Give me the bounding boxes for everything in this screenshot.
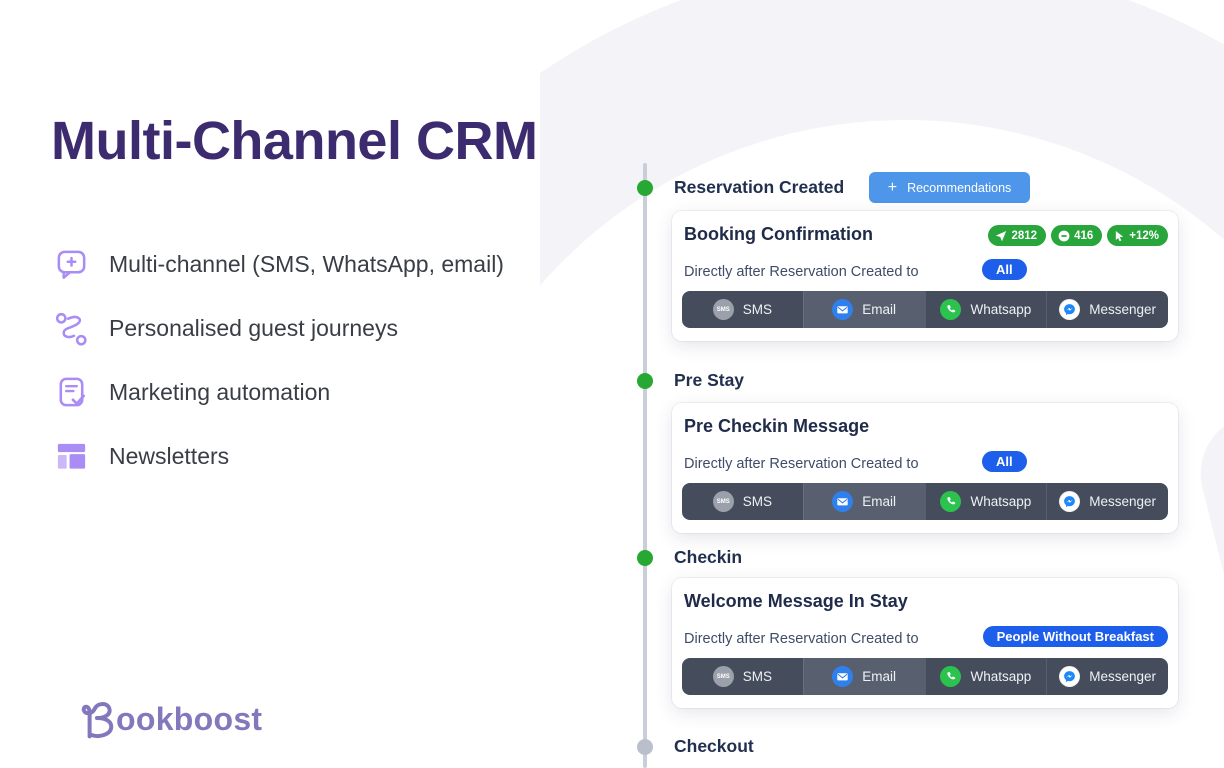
channel-label: Email [862, 494, 896, 509]
chat-icon [1058, 230, 1070, 241]
email-icon [832, 666, 854, 687]
channel-label: SMS [742, 302, 772, 317]
bookboost-wordmark: ookboost [116, 701, 263, 737]
feature-item-newsletters: Newsletters [53, 438, 504, 475]
feature-label: Multi-channel (SMS, WhatsApp, email) [109, 251, 504, 277]
channel-bar: SMS SMS Email Whatsapp Messenger [682, 483, 1168, 520]
trigger-text: Directly after Reservation Created to [684, 264, 919, 280]
feature-item-multichannel: Multi-channel (SMS, WhatsApp, email) [53, 246, 504, 283]
channel-bar: SMS SMS Email Whatsapp Messenger [682, 658, 1168, 695]
chat-plus-icon [53, 246, 90, 283]
channel-tab-messenger[interactable]: Messenger [1046, 483, 1168, 520]
plus-icon: + [887, 178, 898, 196]
feature-label: Marketing automation [109, 379, 331, 405]
card-booking-confirmation[interactable]: Booking Confirmation 2812 416 +12% [672, 211, 1178, 341]
channel-tab-whatsapp[interactable]: Whatsapp [924, 291, 1047, 328]
feature-item-journeys: Personalised guest journeys [53, 310, 504, 347]
card-pre-checkin-message[interactable]: Pre Checkin Message Directly after Reser… [672, 403, 1178, 533]
card-welcome-message-in-stay[interactable]: Welcome Message In Stay Directly after R… [672, 578, 1178, 708]
sms-icon: SMS [712, 491, 734, 512]
channel-label: Whatsapp [970, 494, 1032, 509]
page-title: Multi-Channel CRM [51, 111, 538, 172]
channel-label: Messenger [1089, 494, 1157, 509]
card-title: Pre Checkin Message [684, 416, 870, 436]
sent-count-badge: 2812 [988, 225, 1047, 246]
whatsapp-icon [940, 299, 962, 320]
channel-label: Messenger [1089, 669, 1157, 684]
audience-pill[interactable]: People Without Breakfast [982, 626, 1168, 647]
sent-count-value: 2812 [1011, 229, 1038, 242]
feature-label: Newsletters [109, 443, 230, 469]
channel-tab-messenger[interactable]: Messenger [1046, 658, 1168, 695]
stage-label-reservation-created: Reservation Created [674, 177, 845, 197]
send-icon [996, 230, 1007, 241]
stats-row: 2812 416 +12% [988, 225, 1168, 246]
stage-label-checkout: Checkout [674, 736, 754, 756]
feature-label: Personalised guest journeys [109, 315, 398, 341]
audience-pill[interactable]: All [982, 451, 1027, 472]
channel-bar: SMS SMS Email Whatsapp Messenger [682, 291, 1168, 328]
channel-label: SMS [742, 494, 772, 509]
timeline-dot-checkin [637, 550, 653, 566]
channel-label: SMS [742, 669, 772, 684]
stage-label-checkin: Checkin [674, 547, 743, 567]
sms-icon: SMS [712, 299, 734, 320]
recommendations-button-label: Recommendations [907, 180, 1012, 195]
audience-pill[interactable]: All [982, 259, 1027, 280]
timeline-line [643, 163, 647, 768]
bookboost-b-icon [81, 701, 114, 739]
conversion-value: +12% [1129, 229, 1159, 242]
newsletter-icon [53, 438, 90, 475]
channel-label: Email [862, 669, 896, 684]
channel-tab-sms[interactable]: SMS SMS [682, 483, 803, 520]
stage-label-pre-stay: Pre Stay [674, 370, 745, 390]
card-title: Booking Confirmation [684, 224, 873, 244]
card-title: Welcome Message In Stay [684, 591, 908, 611]
messenger-icon [1059, 666, 1081, 687]
channel-label: Messenger [1089, 302, 1157, 317]
channel-tab-email[interactable]: Email [802, 483, 925, 520]
reply-count-value: 416 [1074, 229, 1094, 242]
channel-label: Email [862, 302, 896, 317]
journey-icon [53, 310, 90, 347]
channel-tab-whatsapp[interactable]: Whatsapp [924, 658, 1047, 695]
recommendations-button[interactable]: + Recommendations [869, 172, 1030, 203]
channel-tab-sms[interactable]: SMS SMS [682, 658, 803, 695]
timeline-dot-checkout [637, 739, 653, 755]
channel-tab-messenger[interactable]: Messenger [1046, 291, 1168, 328]
channel-tab-sms[interactable]: SMS SMS [682, 291, 803, 328]
feature-list: Multi-channel (SMS, WhatsApp, email) Per… [53, 246, 504, 475]
trigger-text: Directly after Reservation Created to [684, 456, 919, 472]
trigger-text: Directly after Reservation Created to [684, 631, 919, 647]
watermark-ring [540, 0, 1224, 768]
channel-label: Whatsapp [970, 669, 1032, 684]
channel-tab-email[interactable]: Email [802, 291, 925, 328]
whatsapp-icon [940, 666, 962, 687]
timeline-dot-prestay [637, 373, 653, 389]
conversion-badge: +12% [1107, 225, 1168, 246]
bookboost-logo: ookboost [80, 697, 262, 739]
background-watermark [540, 0, 1224, 768]
channel-label: Whatsapp [970, 302, 1032, 317]
document-check-icon [53, 374, 90, 411]
reply-count-badge: 416 [1051, 225, 1103, 246]
cursor-icon [1116, 230, 1124, 241]
email-icon [832, 299, 854, 320]
messenger-icon [1059, 299, 1081, 320]
sms-icon: SMS [712, 666, 734, 687]
messenger-icon [1059, 491, 1081, 512]
whatsapp-icon [940, 491, 962, 512]
timeline-dot-reservation [637, 180, 653, 196]
feature-item-automation: Marketing automation [53, 374, 504, 411]
channel-tab-email[interactable]: Email [802, 658, 925, 695]
email-icon [832, 491, 854, 512]
channel-tab-whatsapp[interactable]: Whatsapp [924, 483, 1047, 520]
